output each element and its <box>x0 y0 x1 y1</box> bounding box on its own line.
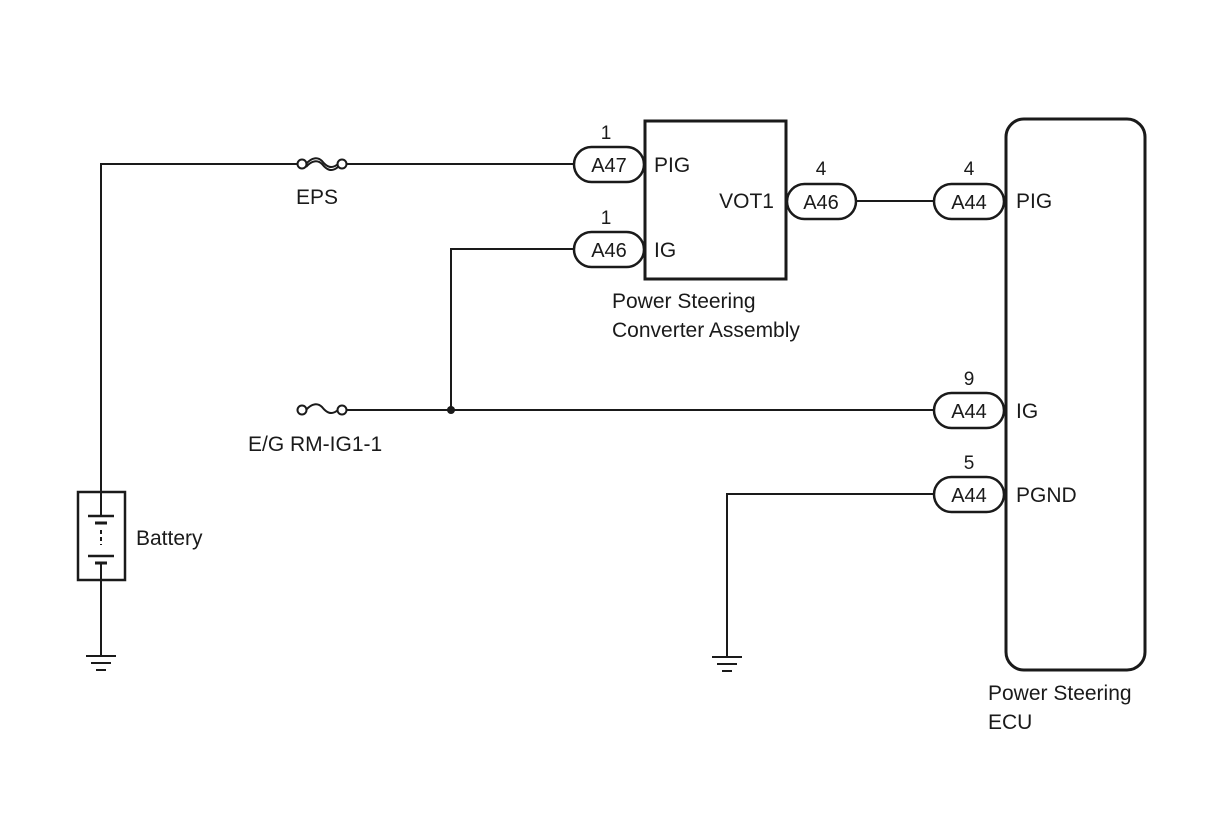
connector-name: A44 <box>951 485 987 507</box>
connector-pin: 4 <box>964 159 975 180</box>
connector-pin: 9 <box>964 369 975 390</box>
wire-battery-to-eps <box>100 163 298 492</box>
connector-a44-pgnd: A44 5 <box>932 453 1006 514</box>
connector-pin: 1 <box>601 123 612 144</box>
connector-name: A47 <box>591 155 627 177</box>
wire-pgnd-to-ground <box>726 493 934 656</box>
connector-pin: 5 <box>964 453 975 474</box>
wire-branch-to-converter-ig <box>450 248 574 410</box>
connector-name: A46 <box>803 192 839 214</box>
converter-label-line2: Converter Assembly <box>612 319 800 342</box>
connector-a46-ig: A46 1 <box>572 208 646 269</box>
connector-body <box>932 475 1006 514</box>
connector-a44-ig: A44 9 <box>932 369 1006 430</box>
fuse-eps: EPS <box>296 157 348 209</box>
ecu-label-line2: ECU <box>988 711 1032 734</box>
converter-label-line1: Power Steering <box>612 290 756 313</box>
fuse-eg-rm-ig1-label: E/G RM-IG1-1 <box>248 433 382 456</box>
converter-terminal-ig: IG <box>654 239 676 262</box>
connector-body <box>785 182 858 221</box>
connector-a46-vot1: A46 4 <box>785 159 858 221</box>
wires <box>100 163 934 656</box>
fuse-eps-label: EPS <box>296 186 338 209</box>
ecu-terminal-pgnd: PGND <box>1016 484 1077 507</box>
power-steering-ecu: PIG IG PGND Power Steering ECU <box>988 117 1147 734</box>
ground-ecu <box>712 656 742 672</box>
converter-terminal-vot1: VOT1 <box>719 190 774 213</box>
converter-terminal-pig: PIG <box>654 154 690 177</box>
connector-name: A46 <box>591 240 627 262</box>
connector-pin: 1 <box>601 208 612 229</box>
ecu-terminal-ig: IG <box>1016 400 1038 423</box>
fuse-element <box>305 157 339 168</box>
battery-label: Battery <box>136 527 203 550</box>
ecu-box <box>1004 117 1147 672</box>
ecu-label-line1: Power Steering <box>988 682 1132 705</box>
fuse-terminal-left <box>296 404 308 416</box>
converter-box <box>643 119 788 281</box>
connector-pin: 4 <box>816 159 827 180</box>
connector-body <box>932 391 1006 430</box>
fuse-terminal-left <box>296 158 308 170</box>
ecu-terminal-pig: PIG <box>1016 190 1052 213</box>
connector-a44-pig: A44 4 <box>932 159 1006 221</box>
fuse-terminal-right <box>336 404 348 416</box>
connector-name: A44 <box>951 401 987 423</box>
connector-name: A44 <box>951 192 987 214</box>
junction-dot <box>447 406 455 414</box>
battery: Battery <box>76 490 203 582</box>
connector-body <box>572 230 646 269</box>
fuse-element-inner <box>305 160 339 171</box>
fuse-terminal-right <box>336 158 348 170</box>
fuse-element <box>305 403 339 414</box>
connector-body <box>932 182 1006 221</box>
connector-a47-pig: A47 1 <box>572 123 646 184</box>
converter-assembly: PIG IG VOT1 Power Steering Converter Ass… <box>612 119 800 342</box>
fuse-eg-rm-ig1: E/G RM-IG1-1 <box>248 403 382 456</box>
ground-battery <box>86 655 116 671</box>
connector-body <box>572 145 646 184</box>
